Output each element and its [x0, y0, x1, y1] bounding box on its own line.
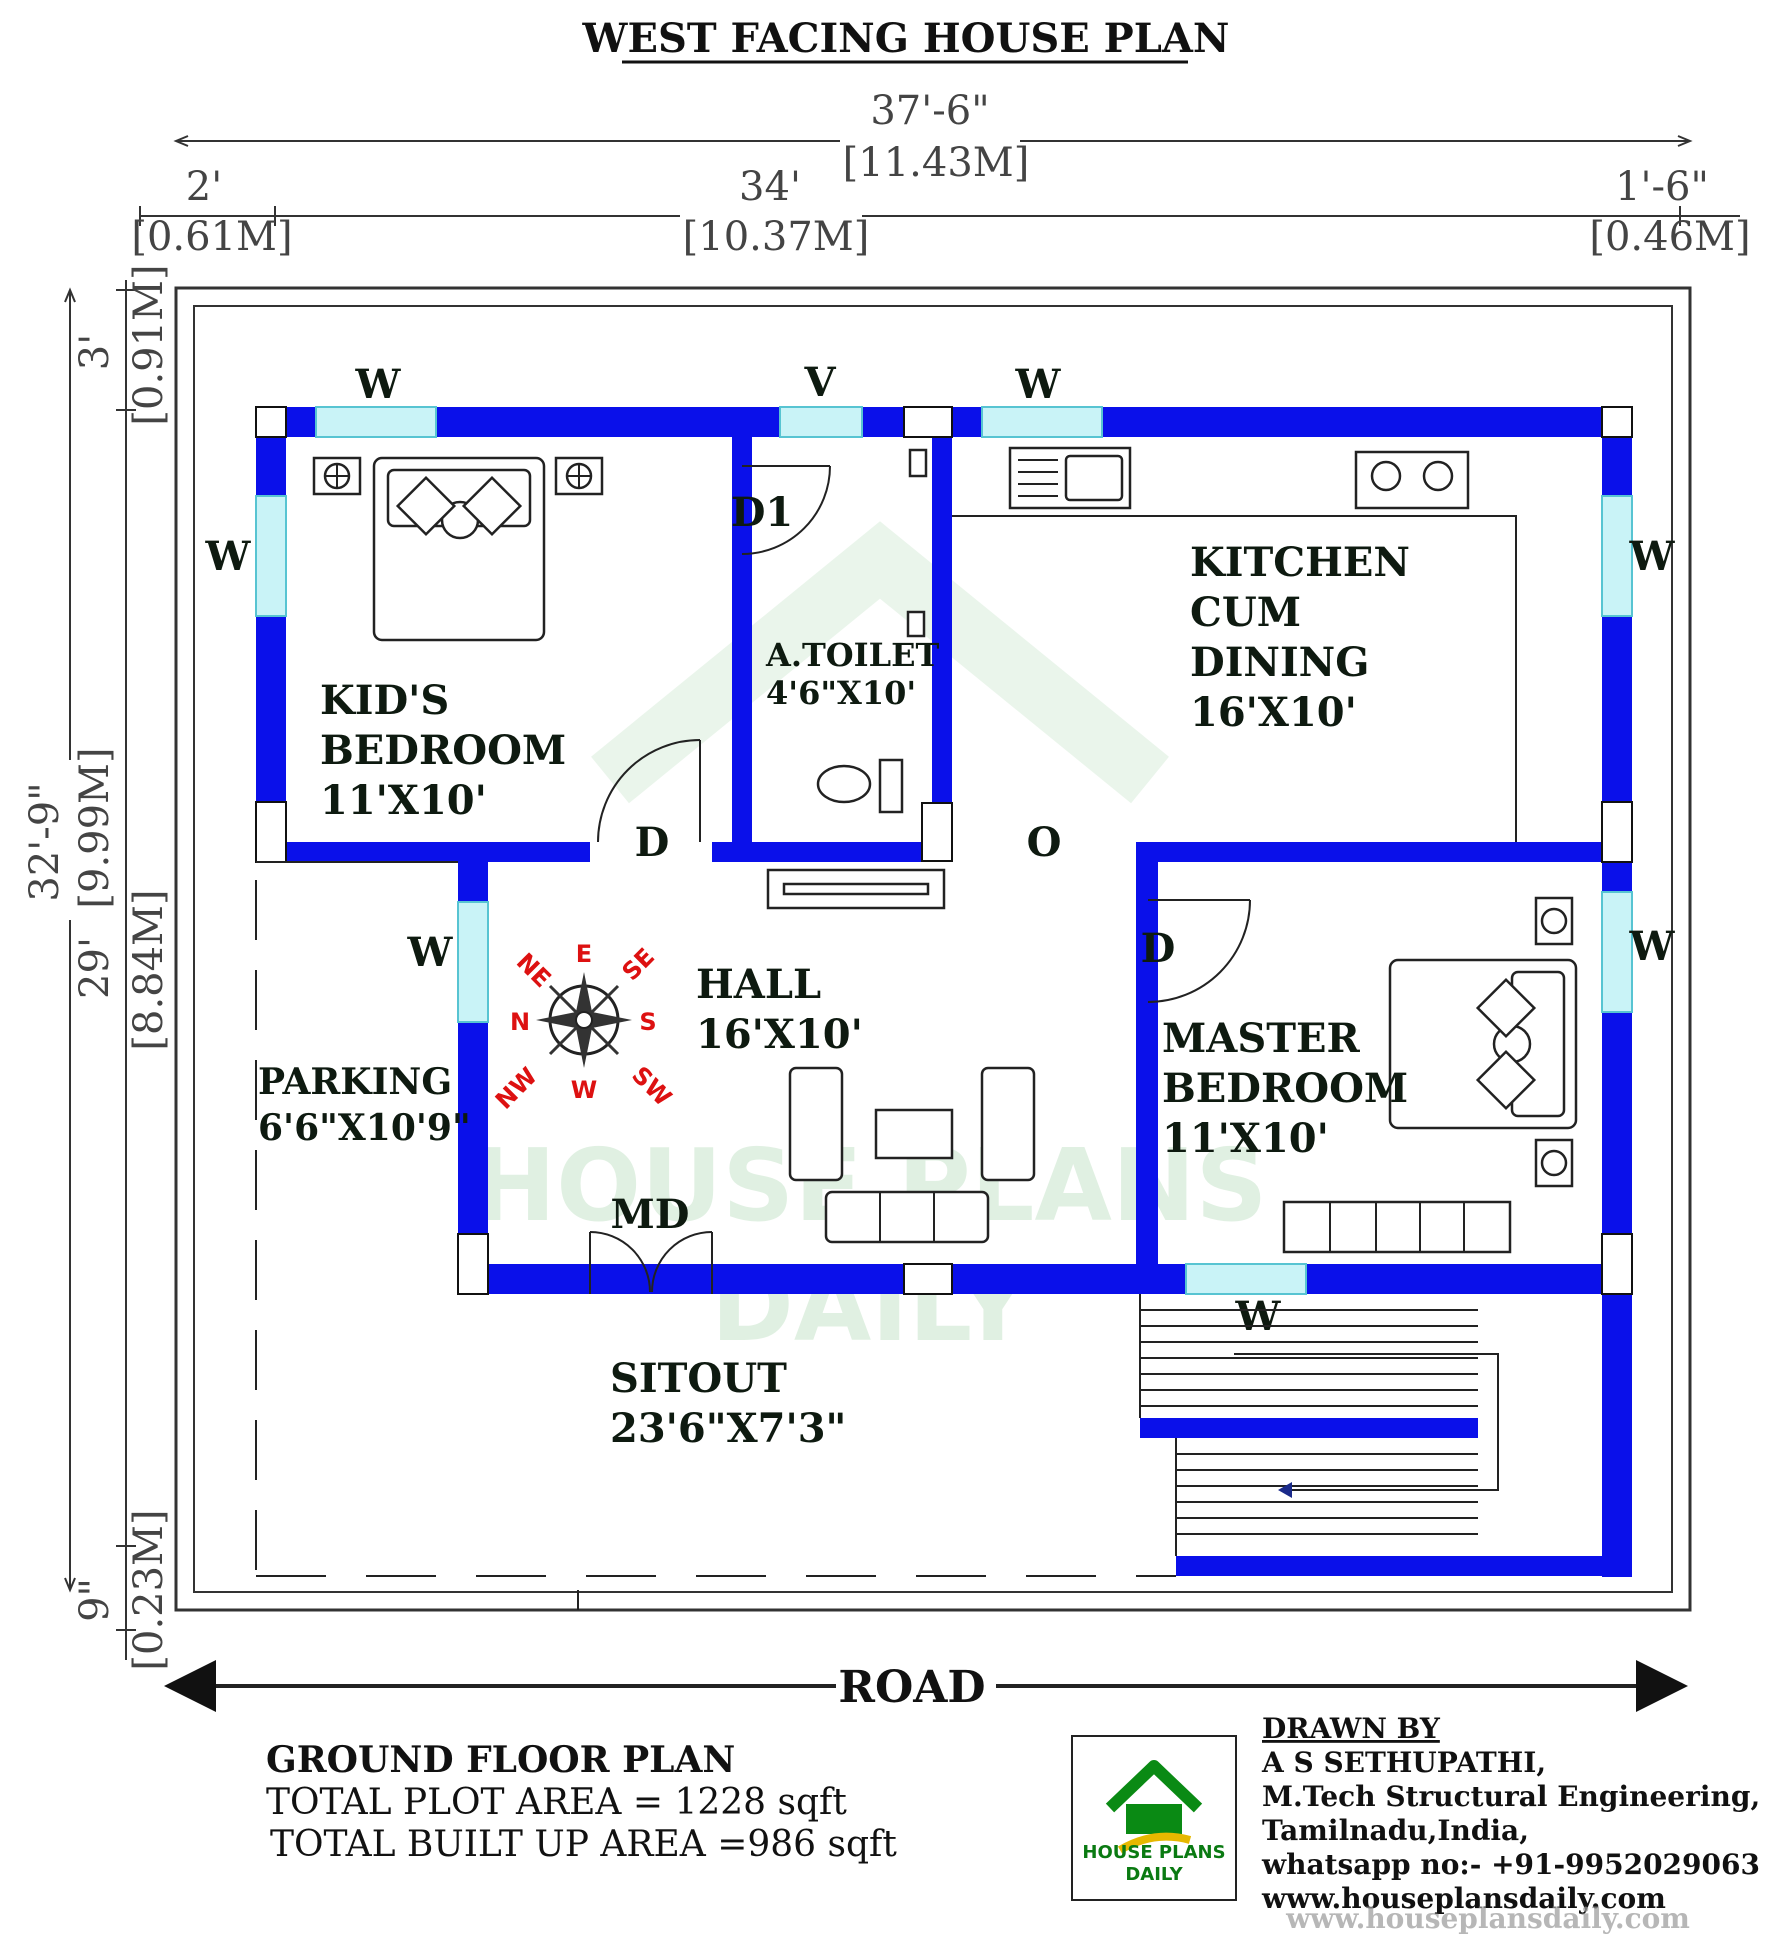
house-depth-m: [8.84M] [126, 889, 172, 1050]
master-bedroom-label: BEDROOM [1162, 1065, 1408, 1112]
compass-north: N [510, 1008, 530, 1036]
window-label: W [1629, 533, 1676, 580]
ground-floor-heading: GROUND FLOOR PLAN [266, 1739, 735, 1781]
window-label: W [407, 929, 454, 976]
kids-bedroom-label: KID'S [320, 677, 449, 724]
compass-ne: NE [511, 948, 557, 994]
compass-se: SE [617, 943, 661, 987]
parking-label: PARKING [258, 1061, 452, 1103]
plan-summary: GROUND FLOOR PLAN TOTAL PLOT AREA = 1228… [266, 1739, 897, 1865]
sofa-set-icon [788, 1066, 1036, 1244]
overall-width-ft: 37'-6" [870, 88, 989, 134]
designer-qualification: M.Tech Structural Engineering, [1262, 1780, 1760, 1813]
doors [589, 465, 1251, 1294]
credits-heading: DRAWN BY [1262, 1712, 1441, 1745]
designer-whatsapp: whatsapp no:- +91-9952029063 [1261, 1848, 1760, 1881]
opening-label: O [1027, 819, 1062, 866]
tv-unit-icon [766, 868, 946, 910]
overall-width-dimension: 37'-6" [11.43M] [173, 88, 1693, 186]
logo-text: DAILY [1125, 1864, 1183, 1885]
master-bedroom-size: 11'X10' [1162, 1115, 1329, 1162]
compass-nw: NW [490, 1062, 543, 1115]
master-bedroom-label: MASTER [1162, 1015, 1360, 1062]
sitout-size: 23'6"X7'3" [610, 1405, 846, 1452]
segment-width-dimensions: 2' [0.61M] 34' [10.37M] 1'-6" [0.46M] [131, 164, 1750, 260]
house-width-ft: 34' [739, 164, 801, 210]
top-setback-m: [0.91M] [126, 264, 172, 425]
plot-area: TOTAL PLOT AREA = 1228 sqft [266, 1782, 847, 1823]
toilet-size: 4'6"X10' [766, 674, 916, 712]
kitchen-label: DINING [1190, 639, 1369, 686]
compass-west: W [571, 1076, 597, 1104]
compass-east: E [576, 940, 592, 968]
window-label: W [1235, 1293, 1282, 1340]
bottom-setback-m: [0.23M] [126, 1509, 172, 1670]
door-label: D [635, 819, 670, 866]
designer-website: www.houseplansdaily.com [1261, 1882, 1666, 1915]
stove-icon [1354, 450, 1470, 510]
nightstand-icon [1534, 896, 1574, 1188]
window-label: W [1015, 361, 1062, 408]
master-bed-icon [1388, 958, 1578, 1130]
window-label: W [205, 533, 252, 580]
plot-boundary-outer [174, 286, 1692, 1612]
window-label: W [355, 361, 402, 408]
compass-sw: SW [626, 1061, 677, 1112]
overall-width-m: [11.43M] [843, 140, 1030, 186]
road-indicator: ROAD [164, 1660, 1688, 1713]
toilet-door-label: D1 [731, 489, 794, 536]
window-label: W [1629, 923, 1676, 970]
designer-name: A S SETHUPATHI, [1261, 1746, 1546, 1779]
logo-text: HOUSE PLANS [1082, 1842, 1225, 1863]
watermark: HOUSE PLANS DAILY [472, 521, 1268, 1364]
compass-icon: N E S W NE SE SW NW [490, 940, 677, 1115]
windows [255, 406, 1633, 1295]
toilet-fixtures-icon [816, 448, 928, 814]
nightstand-icon [312, 456, 604, 496]
built-up-area: TOTAL BUILT UP AREA =986 sqft [270, 1824, 897, 1865]
plot-boundary-inner [193, 305, 1673, 1593]
kitchen-counter [952, 515, 1517, 842]
kitchen-size: 16'X10' [1190, 689, 1357, 736]
road-label: ROAD [838, 1662, 985, 1713]
watermark-url: www.houseplansdaily.com [1285, 1902, 1690, 1934]
compass-south: S [639, 1008, 656, 1036]
sitout-label: SITOUT [610, 1355, 787, 1402]
house-width-m: [10.37M] [683, 214, 870, 260]
parking-size: 6'6"X10'9" [258, 1107, 471, 1149]
left-setback-m: [0.61M] [131, 214, 292, 260]
right-setback-ft: 1'-6" [1615, 164, 1709, 210]
top-setback-ft: 3' [72, 334, 118, 370]
brand-logo: HOUSE PLANS DAILY [1071, 1735, 1237, 1901]
kitchen-label: CUM [1190, 589, 1301, 636]
segment-depth-dimensions: 3' [0.91M] 29' [8.84M] 9" [0.23M] [72, 264, 172, 1670]
left-setback-ft: 2' [186, 164, 222, 210]
overall-depth-ft: 32'-9" [22, 782, 68, 901]
hall-label: HALL [696, 961, 821, 1008]
bed-icon [372, 456, 546, 642]
staircase [1139, 1294, 1499, 1556]
room-labels: KID'S BEDROOM 11'X10' A.TOILET 4'6"X10' … [258, 539, 1410, 1452]
overall-depth-m: [9.99M] [72, 747, 118, 908]
credits: DRAWN BY A S SETHUPATHI, M.Tech Structur… [1261, 1712, 1760, 1915]
opening-labels: W V W W W W W W D1 D O D MD [205, 359, 1676, 1340]
kitchen-label: KITCHEN [1190, 539, 1410, 586]
bottom-setback-ft: 9" [72, 1578, 118, 1622]
hall-size: 16'X10' [696, 1011, 863, 1058]
ventilator-label: V [803, 359, 836, 406]
door-label: D [1141, 925, 1176, 972]
main-door-label: MD [611, 1191, 690, 1238]
toilet-label: A.TOILET [765, 636, 940, 674]
wardrobe-icon [1282, 1200, 1512, 1254]
right-setback-m: [0.46M] [1589, 214, 1750, 260]
overall-depth-dimension: 32'-9" [9.99M] [22, 287, 118, 1593]
kids-bedroom-size: 11'X10' [320, 777, 487, 824]
designer-location: Tamilnadu,India, [1262, 1814, 1529, 1847]
sink-icon [1008, 446, 1132, 510]
kids-bedroom-label: BEDROOM [320, 727, 566, 774]
house-depth-ft: 29' [72, 937, 118, 999]
plan-title: WEST FACING HOUSE PLAN [582, 15, 1230, 62]
